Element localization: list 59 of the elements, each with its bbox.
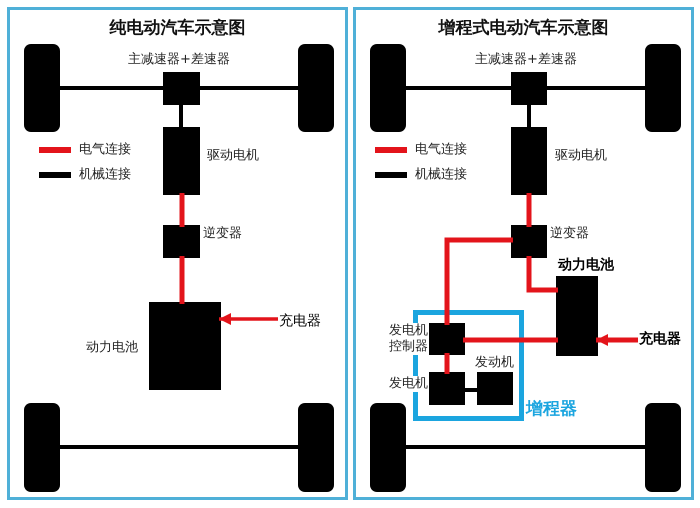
- component-block: [511, 225, 547, 258]
- connection-line: [179, 103, 183, 129]
- arrow: [596, 334, 638, 346]
- connection-line: [58, 445, 300, 449]
- wheel: [645, 44, 681, 132]
- component-label: 发动机: [475, 355, 515, 371]
- wheel: [298, 44, 334, 132]
- legend-label: 机械连接: [415, 167, 467, 183]
- wheel: [24, 44, 60, 132]
- connection-line: [463, 388, 479, 392]
- diagram-panel: [7, 7, 348, 500]
- component-block: [477, 372, 513, 405]
- connection-line: [404, 445, 647, 449]
- connection-line: [545, 86, 647, 90]
- component-block: [149, 302, 221, 390]
- component-label: 主减速器+差速器: [475, 52, 578, 68]
- charger-label: 充电器: [636, 328, 696, 352]
- component-label: 逆变器: [550, 226, 590, 242]
- wheel: [370, 44, 406, 132]
- connection-line: [444, 353, 450, 374]
- component-block: [511, 127, 547, 195]
- component-label: 动力电池: [86, 340, 139, 356]
- connection-line: [58, 86, 165, 90]
- group-label: 增程器: [526, 398, 577, 420]
- component-block: [556, 276, 598, 356]
- wheel: [645, 403, 681, 492]
- component-block: [429, 372, 465, 405]
- panel-title: 增程式电动汽车示意图: [437, 17, 610, 39]
- legend-label: 电气连接: [415, 142, 467, 158]
- panel-title: 纯电动汽车示意图: [108, 17, 246, 39]
- diagram-panel: [353, 7, 694, 500]
- component-block: [163, 127, 200, 195]
- component-label: 发电机: [386, 376, 428, 392]
- charger-label: 充电器: [276, 310, 322, 330]
- connection-line: [526, 193, 532, 227]
- connection-line: [180, 256, 184, 304]
- connection-line: [198, 86, 300, 90]
- connection-line: [463, 338, 558, 342]
- connection-line: [527, 103, 531, 129]
- component-label: 动力电池: [558, 257, 616, 273]
- component-block: [163, 225, 200, 258]
- legend-label: 电气连接: [79, 142, 131, 158]
- wheel: [24, 403, 60, 492]
- legend-label: 机械连接: [79, 167, 131, 183]
- component-label: 发电机控制器: [386, 323, 428, 355]
- arrow: [219, 313, 278, 325]
- component-label: 主减速器+差速器: [128, 52, 231, 68]
- connection-line: [404, 86, 513, 90]
- connection-line: [444, 238, 513, 325]
- component-block: [511, 72, 547, 105]
- component-block: [163, 72, 200, 105]
- component-label: 驱动电机: [207, 148, 260, 164]
- connection-line: [526, 256, 558, 292]
- connection-line: [180, 193, 184, 227]
- component-block: [429, 323, 465, 355]
- component-label: 逆变器: [203, 226, 243, 242]
- component-label: 驱动电机: [555, 148, 608, 164]
- wheel: [298, 403, 334, 492]
- wheel: [370, 403, 406, 492]
